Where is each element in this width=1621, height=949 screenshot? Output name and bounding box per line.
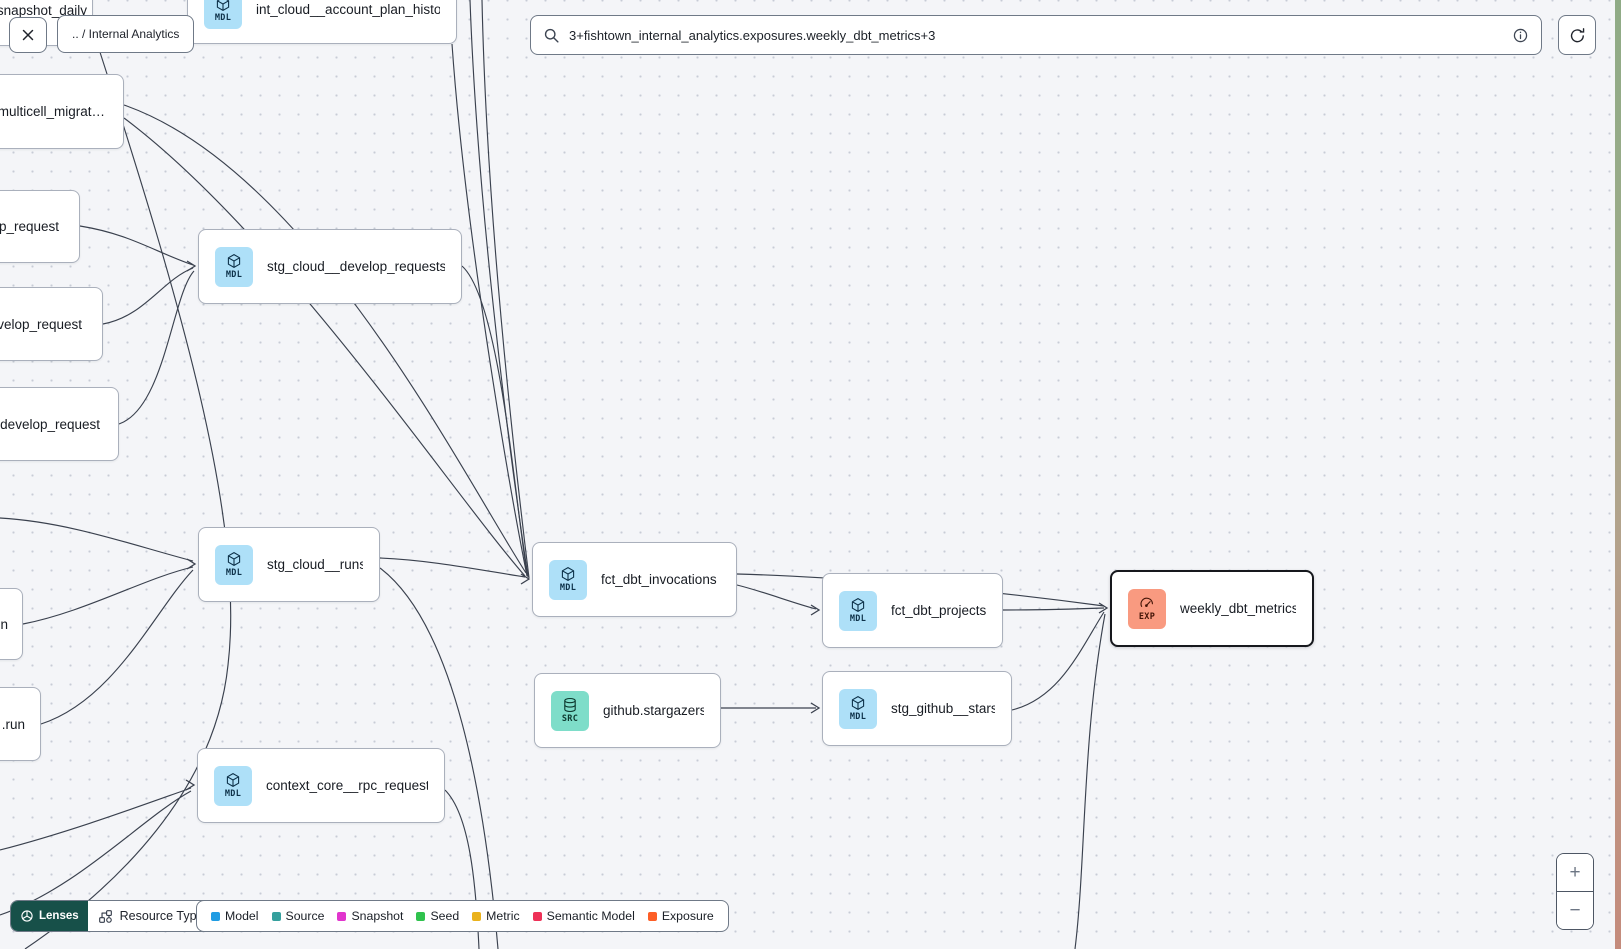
aperture-icon	[21, 910, 33, 922]
legend-item-model: Model	[211, 909, 259, 923]
node-label: weekly_dbt_metrics	[1180, 601, 1296, 616]
cube-icon	[227, 552, 241, 566]
search-bar[interactable]	[530, 15, 1542, 55]
info-icon[interactable]	[1512, 27, 1529, 44]
node-label: multicell_migrat…	[0, 104, 105, 119]
node-develop-request-1[interactable]: op_request	[0, 190, 80, 263]
cube-icon	[561, 567, 575, 581]
model-badge: MDL	[214, 765, 252, 806]
node-label: .run	[1, 716, 25, 732]
node-label: fct_dbt_invocations	[601, 572, 717, 587]
legend-item-source: Source	[271, 909, 324, 923]
legend-item-exposure: Exposure	[647, 909, 714, 923]
refresh-button[interactable]	[1558, 15, 1596, 55]
node-label: context_core__rpc_request	[266, 778, 428, 793]
legend-item-metric: Metric	[472, 909, 520, 923]
database-icon	[564, 697, 576, 713]
cube-icon	[851, 696, 865, 710]
exposure-swatch	[647, 911, 657, 921]
node-label: fct_dbt_projects	[891, 603, 986, 618]
node-develop-request-3[interactable]: .develop_request	[0, 387, 119, 461]
node-fct-dbt-invocations[interactable]: MDL fct_dbt_invocations	[532, 542, 737, 617]
seed-swatch	[416, 911, 426, 921]
node-label: velop_request	[0, 316, 82, 332]
node-label: github.stargazers	[603, 703, 704, 718]
node-label: n	[0, 616, 8, 632]
snapshot-swatch	[337, 911, 347, 921]
node-develop-request-2[interactable]: velop_request	[0, 287, 103, 361]
resource-type-label: Resource Type	[119, 909, 204, 923]
legend-item-semantic-model: Semantic Model	[532, 909, 635, 923]
node-label: .develop_request	[0, 416, 100, 432]
desktop-edge-strip	[1615, 0, 1621, 949]
breadcrumb-label: .. / Internal Analytics	[72, 27, 180, 41]
legend-item-seed: Seed	[416, 909, 459, 923]
node-int-cloud-account-plan-history[interactable]: MDL int_cloud__account_plan_history	[187, 0, 457, 44]
refresh-icon	[1570, 27, 1584, 42]
metric-swatch	[472, 911, 482, 921]
close-button[interactable]	[9, 17, 47, 53]
cube-icon	[227, 254, 241, 268]
node-label: stg_cloud__develop_requests	[267, 259, 445, 274]
node-context-core-rpc-request[interactable]: MDL context_core__rpc_request	[197, 748, 445, 823]
lenses-button[interactable]: Lenses	[11, 901, 88, 931]
model-badge: MDL	[549, 559, 587, 600]
node-stg-cloud-develop-requests[interactable]: MDL stg_cloud__develop_requests	[198, 229, 462, 304]
minus-icon: −	[1569, 899, 1581, 921]
node-cut-run[interactable]: .run	[0, 687, 41, 761]
model-badge: MDL	[215, 246, 253, 287]
node-fct-dbt-projects[interactable]: MDL fct_dbt_projects	[822, 573, 1003, 648]
resource-type-legend: Model Source Snapshot Seed Metric Semant…	[196, 900, 729, 932]
model-badge: MDL	[839, 590, 877, 631]
gauge-icon	[1140, 597, 1153, 607]
node-label: int_cloud__account_plan_history	[256, 1, 440, 17]
node-cut-n[interactable]: n	[0, 588, 23, 660]
node-multicell-migration[interactable]: multicell_migrat…	[0, 74, 124, 149]
source-swatch	[271, 911, 281, 921]
model-swatch	[211, 911, 220, 921]
node-weekly-dbt-metrics[interactable]: EXP weekly_dbt_metrics	[1110, 570, 1314, 647]
model-badge: MDL	[215, 544, 253, 585]
semantic-model-swatch	[532, 911, 542, 921]
node-label: snapshot_daily	[0, 2, 87, 18]
plus-icon: +	[1569, 861, 1581, 883]
zoom-controls: + −	[1556, 853, 1594, 930]
legend-item-snapshot: Snapshot	[337, 909, 403, 923]
search-icon	[544, 28, 559, 43]
cube-icon	[851, 598, 865, 612]
zoom-out-button[interactable]: −	[1557, 892, 1593, 929]
lenses-label: Lenses	[39, 910, 79, 922]
exposure-badge: EXP	[1128, 588, 1166, 629]
close-icon	[22, 29, 34, 41]
source-badge: SRC	[551, 690, 589, 731]
node-stg-github-stars[interactable]: MDL stg_github__stars	[822, 671, 1012, 746]
node-label: op_request	[0, 219, 59, 234]
node-label: stg_cloud__runs	[267, 557, 363, 572]
model-badge: MDL	[839, 688, 877, 729]
node-label: stg_github__stars	[891, 701, 995, 716]
search-input[interactable]	[569, 27, 1503, 43]
zoom-in-button[interactable]: +	[1557, 854, 1593, 892]
cube-icon	[216, 0, 230, 11]
resource-type-icon	[98, 909, 112, 923]
model-badge: MDL	[204, 0, 242, 29]
breadcrumb[interactable]: .. / Internal Analytics	[57, 15, 195, 53]
node-github-stargazers[interactable]: SRC github.stargazers	[534, 673, 721, 748]
cube-icon	[226, 773, 240, 787]
node-stg-cloud-runs[interactable]: MDL stg_cloud__runs	[198, 527, 380, 602]
